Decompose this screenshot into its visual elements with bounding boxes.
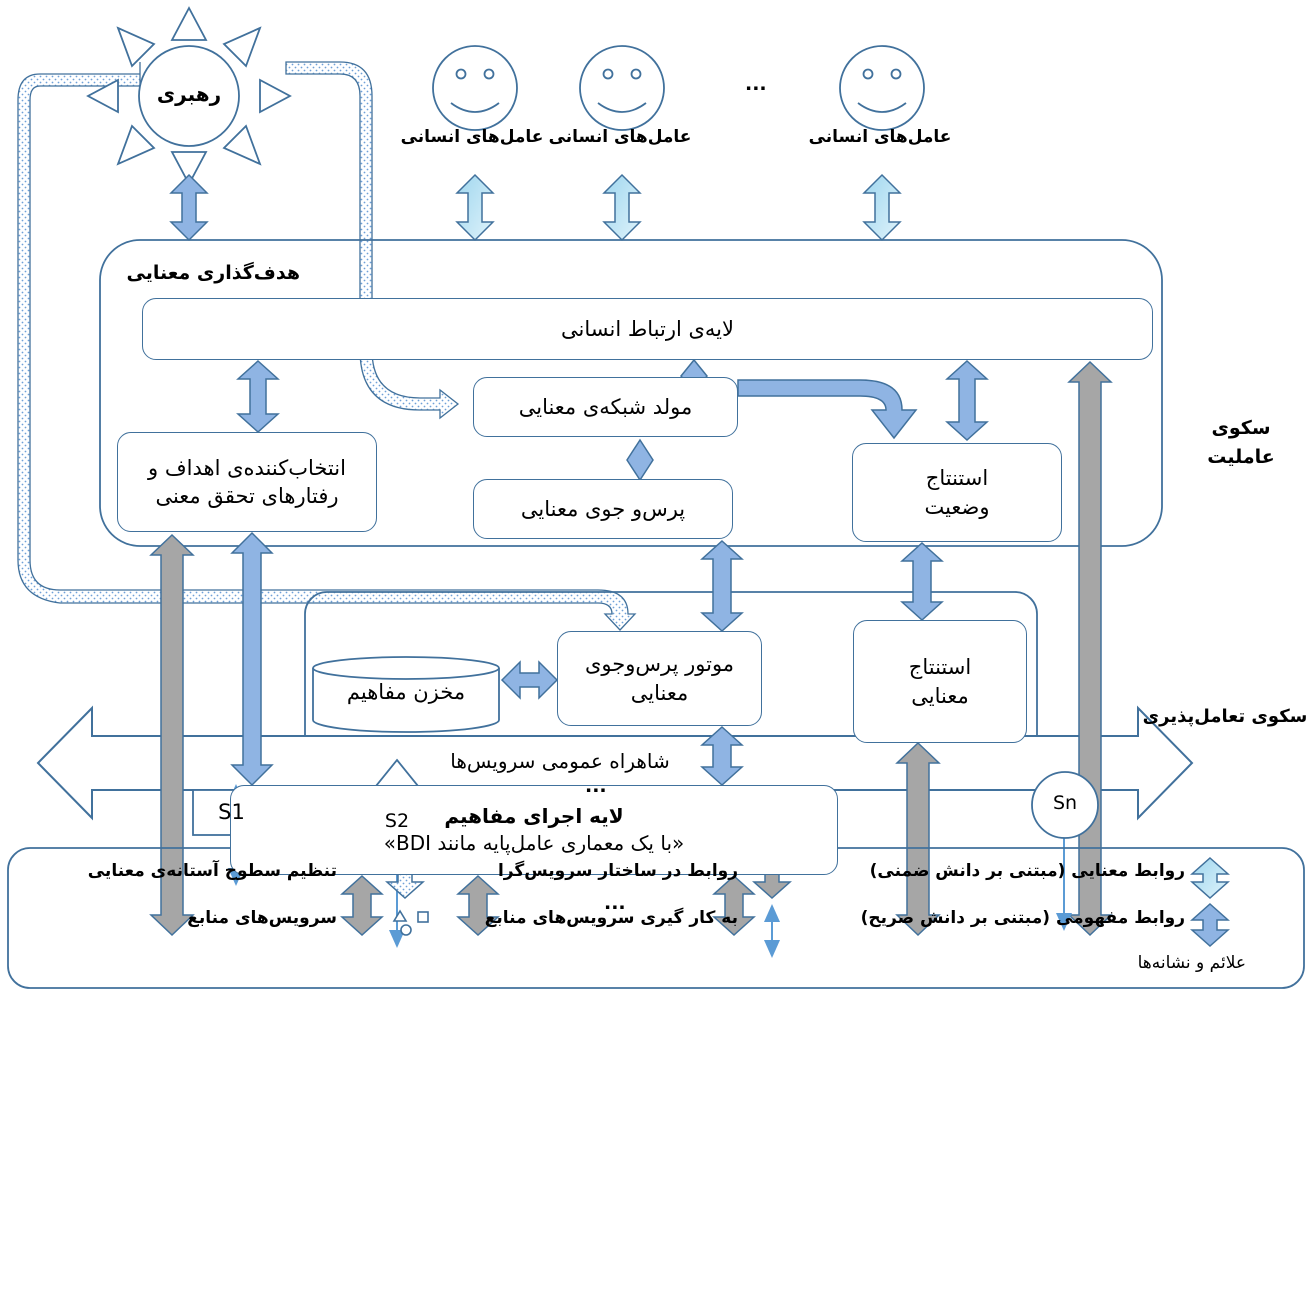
interoperability-platform-label: سکوی تعامل‌پذیری xyxy=(1142,706,1308,727)
semantic-goal-setting-label: هدف‌گذاری معنایی xyxy=(126,262,300,284)
services-ellipsis: ... xyxy=(585,775,607,797)
goal-behavior-selector: انتخاب‌کننده‌ی اهداف و رفتارهای تحقق معن… xyxy=(117,432,377,532)
legend-resource-service-usage: به کار گیری سرویس‌های منابع xyxy=(484,908,738,928)
agent-arrow xyxy=(455,173,495,242)
legend-title: علائم و نشانه‌ها xyxy=(1137,953,1246,973)
legend-threshold-levels: تنظیم سطوح آستانه‌ی معنایی xyxy=(87,861,337,881)
service-s1-label: S1 xyxy=(218,800,245,824)
agent-arrow xyxy=(862,173,902,242)
smiley-icon xyxy=(839,45,925,131)
legend-semantic-relations: روابط معنایی (مبتنی بر دانش ضمنی) xyxy=(869,861,1185,881)
legend-conceptual-relations: روابط مفهومی (مبتنی بر دانش صریح) xyxy=(860,908,1185,928)
semantic-query-engine: موتور پرس‌وجوی معنایی xyxy=(557,631,762,726)
service-sn-label: Sn xyxy=(1052,792,1078,814)
structure-arrow xyxy=(149,533,195,937)
sun-icon xyxy=(86,6,292,186)
structure-arrow xyxy=(1067,360,1113,937)
structure-arrow xyxy=(895,741,941,937)
human-agent-label-1: عامل‌های انسانی xyxy=(400,127,544,147)
structure-arrow xyxy=(340,874,384,937)
service-sn-circle xyxy=(1031,771,1099,839)
legend-semantic-arrow-icon xyxy=(1190,856,1230,900)
service-s2-label: S2 xyxy=(384,810,410,832)
database-icon xyxy=(312,656,500,733)
middle-ellipsis: ... xyxy=(604,892,626,914)
semantic-query: پرس‌و جوی معنایی xyxy=(473,479,733,539)
query-to-engine-arrow xyxy=(700,539,744,633)
layer-to-selector-arrow xyxy=(236,359,280,434)
leader-label: رهبری xyxy=(156,82,222,106)
agents-ellipsis: ... xyxy=(745,73,767,95)
human-agent-label-3: عامل‌های انسانی xyxy=(808,127,952,147)
smiley-icon xyxy=(432,45,518,131)
legend-resource-services: سرویس‌های منابع xyxy=(187,908,337,928)
store-engine-arrow xyxy=(500,660,559,700)
inference-link-arrow xyxy=(900,541,944,622)
agency-platform-label: سکوی عاملیت xyxy=(1207,417,1275,468)
service-bus-label: شاهراه عمومی سرویس‌ها xyxy=(450,749,670,773)
concept-execution-title: لایه اجرای مفاهیم xyxy=(444,804,624,828)
situation-inference: استنتاج وضعیت xyxy=(852,443,1062,542)
structure-arrow xyxy=(456,874,500,937)
semantic-network-generator: مولد شبکه‌ی معنایی xyxy=(473,377,738,437)
agency-platform-container xyxy=(99,239,1163,547)
concept-execution-subtitle: «با یک معماری عامل‌پایه مانند BDI» xyxy=(383,831,685,855)
generator-to-query-connector xyxy=(626,438,654,482)
human-agent-label-2: عامل‌های انسانی xyxy=(548,127,692,147)
generator-to-inference-arrow xyxy=(737,379,918,440)
concept-execution-layer: لایه اجرای مفاهیم «با یک معماری عامل‌پای… xyxy=(230,785,838,875)
agent-arrow xyxy=(602,173,642,242)
semantic-inference: استنتاج معنایی xyxy=(853,620,1027,743)
service-bus-arrow xyxy=(36,705,1194,821)
concept-store-label: مخزن مفاهیم xyxy=(346,680,466,704)
legend-conceptual-arrow-icon xyxy=(1190,902,1230,948)
smiley-icon xyxy=(579,45,665,131)
structure-arrow xyxy=(712,874,756,937)
legend-service-structure-relations: روابط در ساختار سرویس‌گرا xyxy=(497,861,738,881)
layer-to-inference-arrow xyxy=(945,359,989,442)
human-interface-layer: لایه‌ی ارتباط انسانی xyxy=(142,298,1153,360)
leader-arrow xyxy=(169,173,209,242)
legend-service-shapes-icon xyxy=(392,909,429,936)
